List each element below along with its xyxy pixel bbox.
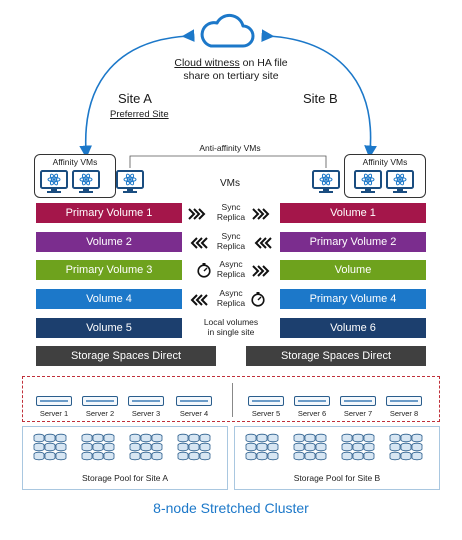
server: Server 5 [248, 396, 288, 418]
stopwatch-icon [250, 291, 266, 312]
server: Server 7 [340, 396, 380, 418]
server: Server 8 [386, 396, 426, 418]
servers-divider [232, 383, 233, 417]
disk-group-icon [32, 432, 68, 462]
disk-group-icon [388, 432, 424, 462]
server-icon [294, 396, 330, 406]
storage-pool-a-label: Storage Pool for Site A [82, 473, 168, 483]
site-b-label: Site B [303, 91, 338, 106]
chevrons-right-icon [252, 264, 272, 282]
s2d-left: Storage Spaces Direct [36, 346, 216, 366]
volume-left: Volume 2 [36, 232, 182, 252]
vm-icon [116, 170, 144, 194]
server-icon [82, 396, 118, 406]
vm-icon [354, 170, 382, 194]
cloud-icon [196, 12, 256, 52]
disk-group-icon [292, 432, 328, 462]
server: Server 6 [294, 396, 334, 418]
storage-pool-b-label: Storage Pool for Site B [293, 473, 381, 483]
vms-label: VMs [220, 178, 240, 189]
server: Server 4 [176, 396, 216, 418]
chevrons-left-icon [188, 236, 208, 254]
server-label: Server 8 [389, 409, 419, 418]
chevrons-right-icon [252, 207, 272, 225]
affinity-label-left: Affinity VMs [52, 157, 98, 167]
server-icon [248, 396, 284, 406]
server: Server 1 [36, 396, 76, 418]
disk-group-icon [80, 432, 116, 462]
anti-affinity-label: Anti-affinity VMs [199, 143, 261, 153]
disk-group-icon [340, 432, 376, 462]
server: Server 3 [128, 396, 168, 418]
vm-icon [40, 170, 68, 194]
volume-left: Volume 4 [36, 289, 182, 309]
server-icon [128, 396, 164, 406]
vm-icon [72, 170, 100, 194]
server-icon [340, 396, 376, 406]
server-label: Server 6 [297, 409, 327, 418]
volume-left: Primary Volume 1 [36, 203, 182, 223]
disk-group-icon [176, 432, 212, 462]
s2d-right: Storage Spaces Direct [246, 346, 426, 366]
vm-icon [386, 170, 414, 194]
server: Server 2 [82, 396, 122, 418]
stopwatch-icon [196, 262, 212, 283]
site-arrows [79, 29, 377, 168]
server-icon [176, 396, 212, 406]
vm-icon [312, 170, 340, 194]
servers-frame [22, 376, 440, 422]
server-label: Server 1 [39, 409, 69, 418]
server-icon [386, 396, 422, 406]
disk-group-icon [128, 432, 164, 462]
site-a-label: Site A [118, 91, 152, 106]
diagram-caption: 8-node Stretched Cluster [153, 500, 309, 516]
chevrons-left-icon [188, 293, 208, 311]
witness-line2: share on tertiary site [183, 70, 279, 82]
volume-right: Primary Volume 4 [280, 289, 426, 309]
volume-right: Volume 6 [280, 318, 426, 338]
volume-left: Primary Volume 3 [36, 260, 182, 280]
volume-right: Primary Volume 2 [280, 232, 426, 252]
server-icon [36, 396, 72, 406]
site-a-sub: Preferred Site [110, 109, 169, 120]
disk-group-icon [244, 432, 280, 462]
server-label: Server 7 [343, 409, 373, 418]
server-label: Server 2 [85, 409, 115, 418]
affinity-label-right: Affinity VMs [362, 157, 408, 167]
volume-right: Volume 1 [280, 203, 426, 223]
server-label: Server 4 [179, 409, 209, 418]
volume-left: Volume 5 [36, 318, 182, 338]
server-label: Server 5 [251, 409, 281, 418]
server-label: Server 3 [131, 409, 161, 418]
chevrons-right-icon [188, 207, 208, 225]
volume-right: Volume [280, 260, 426, 280]
chevrons-left-icon [252, 236, 272, 254]
